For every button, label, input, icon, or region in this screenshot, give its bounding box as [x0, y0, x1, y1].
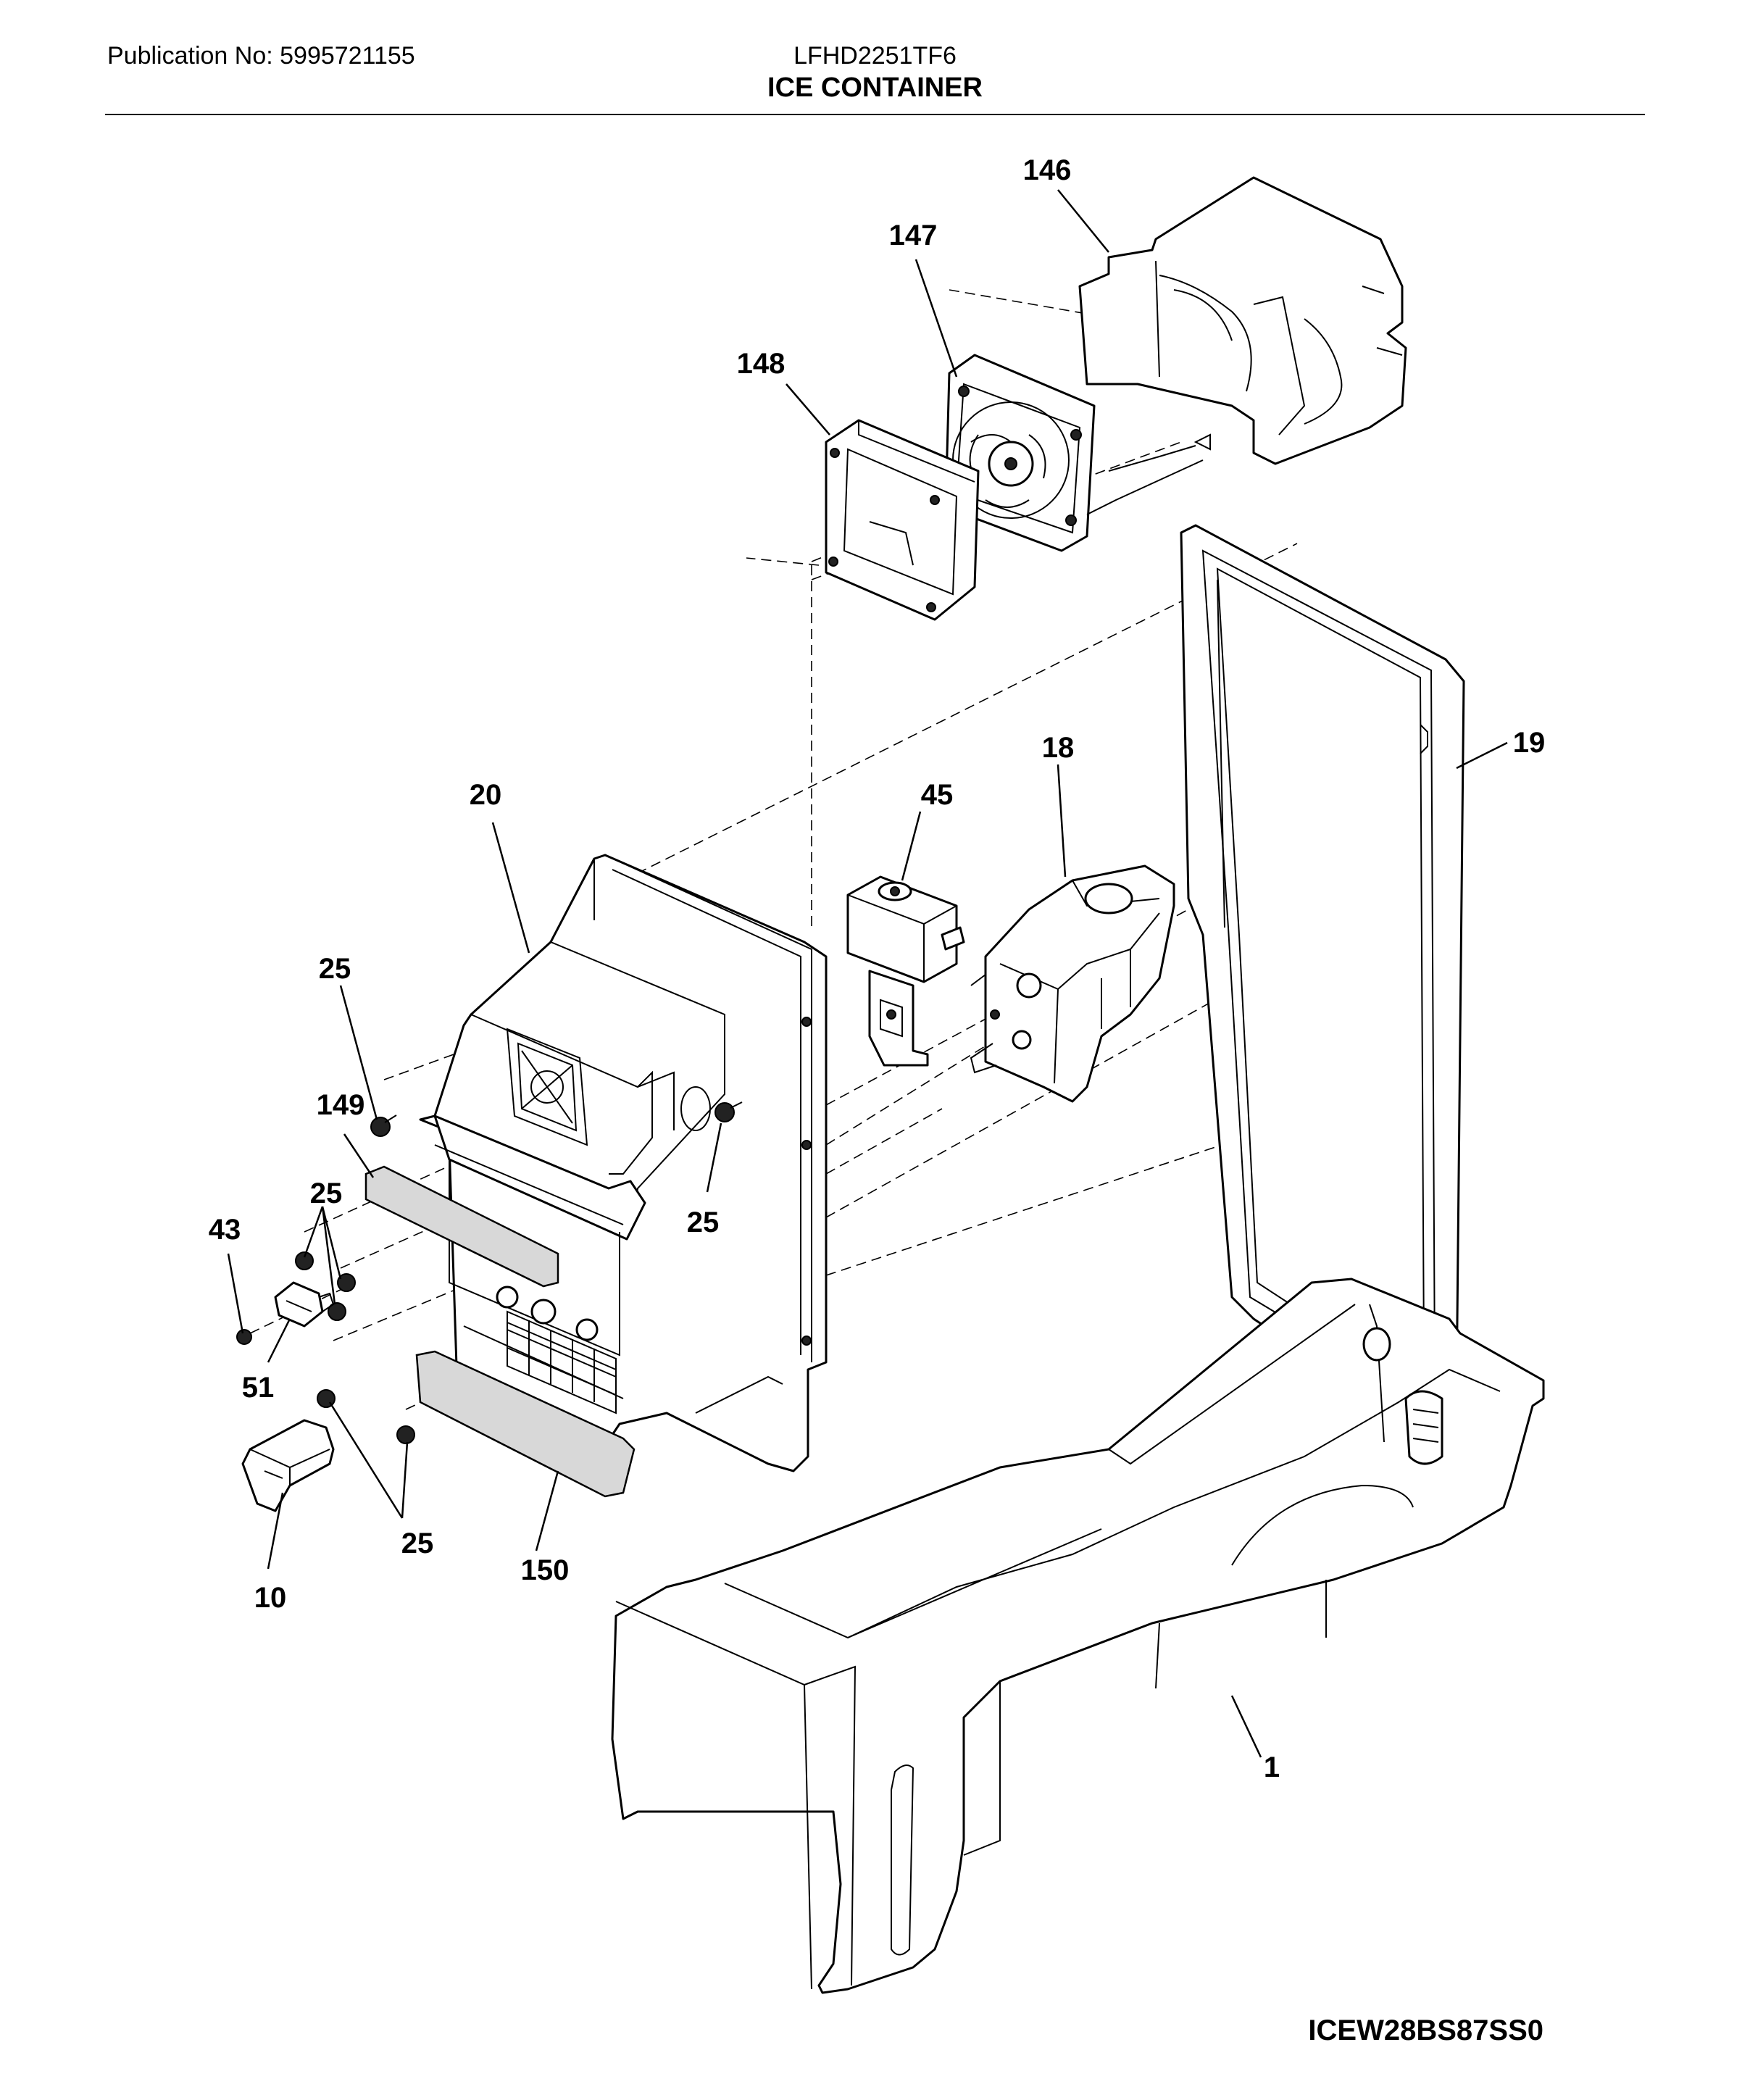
callout-25-upper: 25 [319, 953, 351, 985]
publication-number: Publication No: 5995721155 [107, 42, 415, 70]
callout-148: 148 [737, 348, 786, 380]
part-148-fan-shroud [825, 419, 980, 621]
callout-149: 149 [317, 1089, 365, 1121]
callout-19: 19 [1513, 727, 1546, 759]
callout-labels: 146 147 148 19 18 45 20 25 25 149 25 43 … [209, 154, 1546, 1783]
part-18-auger-motor [970, 864, 1175, 1103]
part-149-foam-strip [364, 1165, 559, 1288]
part-146-air-duct [1078, 176, 1407, 472]
model-number: LFHD2251TF6 [793, 42, 957, 70]
header-divider [105, 114, 1645, 115]
callout-25-lower: 25 [401, 1528, 434, 1559]
part-45-solenoid [846, 875, 965, 1067]
callout-150: 150 [521, 1554, 570, 1586]
part-19-gasket [1180, 524, 1465, 1407]
callout-25-cluster: 25 [310, 1178, 343, 1209]
callout-18: 18 [1042, 732, 1075, 764]
callout-146: 146 [1023, 154, 1072, 186]
part-25-screws [295, 1101, 743, 1444]
callout-51: 51 [242, 1372, 275, 1404]
part-147-fan [944, 354, 1204, 552]
part-20-housing [419, 854, 828, 1472]
callout-20: 20 [470, 779, 502, 811]
callout-10: 10 [254, 1582, 287, 1614]
callout-45: 45 [921, 779, 954, 811]
callout-43: 43 [209, 1214, 241, 1246]
part-43-screw [236, 1329, 252, 1345]
section-title: ICE CONTAINER [767, 72, 983, 103]
callout-1: 1 [1264, 1751, 1280, 1783]
part-1-ice-bin [611, 1278, 1545, 1994]
diagram-code: ICEW28BS87SS0 [1308, 2014, 1543, 2046]
leader-lines [227, 189, 1508, 1758]
callout-147: 147 [889, 220, 938, 251]
part-10-bracket [241, 1419, 335, 1512]
callout-25-right: 25 [687, 1207, 720, 1238]
part-51-clip [274, 1281, 335, 1328]
part-150-foam-strip [415, 1350, 636, 1498]
housing-vent-grille [507, 1310, 617, 1414]
